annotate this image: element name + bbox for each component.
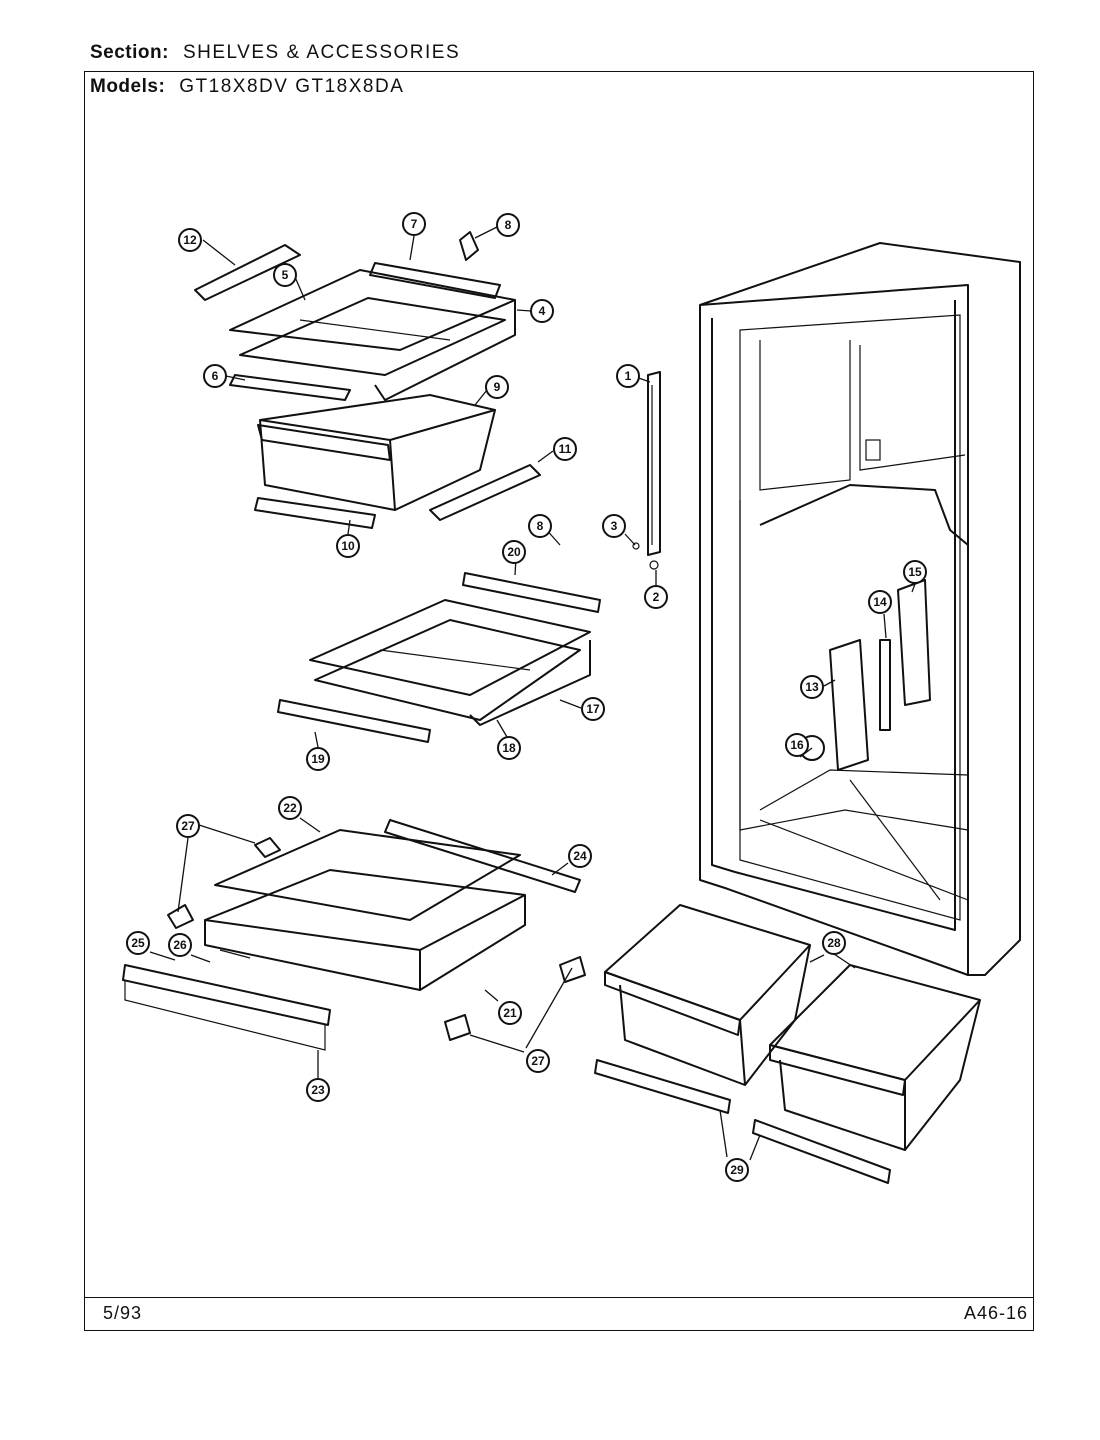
diagram-frame [84, 71, 1034, 1331]
callout-24: 24 [568, 844, 592, 868]
svg-text:25: 25 [131, 936, 145, 950]
section-value: SHELVES & ACCESSORIES [182, 42, 461, 63]
callout-15: 15 [903, 560, 927, 584]
callout-4: 4 [530, 299, 554, 323]
crisper-cover-assembly [122, 819, 581, 1051]
svg-text:5: 5 [282, 268, 289, 282]
svg-text:3: 3 [611, 519, 618, 533]
meat-keeper-drawer [254, 394, 541, 529]
vertical-support-rail [632, 371, 661, 570]
svg-text:1: 1 [625, 369, 632, 383]
refrigerator-cabinet [699, 242, 1021, 976]
svg-text:27: 27 [181, 819, 195, 833]
svg-text:12: 12 [183, 233, 197, 247]
svg-text:23: 23 [311, 1083, 325, 1097]
svg-text:8: 8 [537, 519, 544, 533]
svg-text:6: 6 [212, 369, 219, 383]
svg-text:16: 16 [790, 738, 804, 752]
callout-27-upper: 27 [176, 814, 200, 838]
callout-1: 1 [616, 364, 640, 388]
svg-text:4: 4 [539, 304, 546, 318]
callout-27-lower: 27 [526, 1049, 550, 1073]
leader-lines [149, 226, 916, 1161]
svg-text:24: 24 [573, 849, 587, 863]
svg-text:14: 14 [873, 595, 887, 609]
svg-text:15: 15 [908, 565, 922, 579]
section-heading: Section: SHELVES & ACCESSORIES [90, 42, 460, 64]
callout-18: 18 [497, 736, 521, 760]
footer-divider [84, 1297, 1034, 1298]
callout-6: 6 [203, 364, 227, 388]
callout-12: 12 [178, 228, 202, 252]
svg-text:27: 27 [531, 1054, 545, 1068]
callout-3: 3 [602, 514, 626, 538]
svg-text:19: 19 [311, 752, 325, 766]
callout-28: 28 [822, 931, 846, 955]
callout-19: 19 [306, 747, 330, 771]
page-code: A46-16 [963, 1303, 1028, 1323]
svg-text:29: 29 [730, 1163, 744, 1177]
callout-17: 17 [581, 697, 605, 721]
callout-22: 22 [278, 796, 302, 820]
callout-8-upper: 8 [496, 213, 520, 237]
callout-25: 25 [126, 931, 150, 955]
callout-2: 2 [644, 585, 668, 609]
models-heading: Models: GT18X8DV GT18X8DA [90, 76, 404, 98]
upper-shelf-assembly [194, 231, 516, 401]
svg-text:17: 17 [586, 702, 600, 716]
callout-5: 5 [273, 263, 297, 287]
models-label: Models: [90, 76, 166, 97]
svg-text:13: 13 [805, 680, 819, 694]
svg-text:26: 26 [173, 938, 187, 952]
callout-13: 13 [800, 675, 824, 699]
svg-text:9: 9 [494, 380, 501, 394]
callout-21: 21 [498, 1001, 522, 1025]
section-label: Section: [90, 42, 169, 63]
models-value: GT18X8DV GT18X8DA [179, 76, 405, 97]
revision-date: 5/93 [103, 1303, 143, 1323]
svg-text:10: 10 [341, 539, 355, 553]
svg-text:7: 7 [411, 217, 418, 231]
svg-text:8: 8 [505, 218, 512, 232]
callout-20: 20 [502, 540, 526, 564]
callout-26: 26 [168, 933, 192, 957]
cover-brackets [167, 837, 586, 1041]
middle-shelf-assembly [277, 572, 601, 743]
callout-23: 23 [306, 1078, 330, 1102]
callout-14: 14 [868, 590, 892, 614]
crisper-drawers [594, 904, 981, 1184]
svg-text:28: 28 [827, 936, 841, 950]
callout-8-middle: 8 [528, 514, 552, 538]
svg-text:11: 11 [559, 442, 572, 456]
svg-text:2: 2 [653, 590, 660, 604]
callout-9: 9 [485, 375, 509, 399]
callout-11: 11 [553, 437, 577, 461]
callout-10: 10 [336, 534, 360, 558]
svg-text:20: 20 [507, 545, 521, 559]
svg-text:21: 21 [503, 1006, 517, 1020]
callout-7: 7 [402, 212, 426, 236]
callout-16: 16 [785, 733, 809, 757]
door-stop-parts [799, 579, 931, 771]
svg-text:22: 22 [283, 801, 297, 815]
callout-29: 29 [725, 1158, 749, 1182]
svg-text:18: 18 [502, 741, 516, 755]
